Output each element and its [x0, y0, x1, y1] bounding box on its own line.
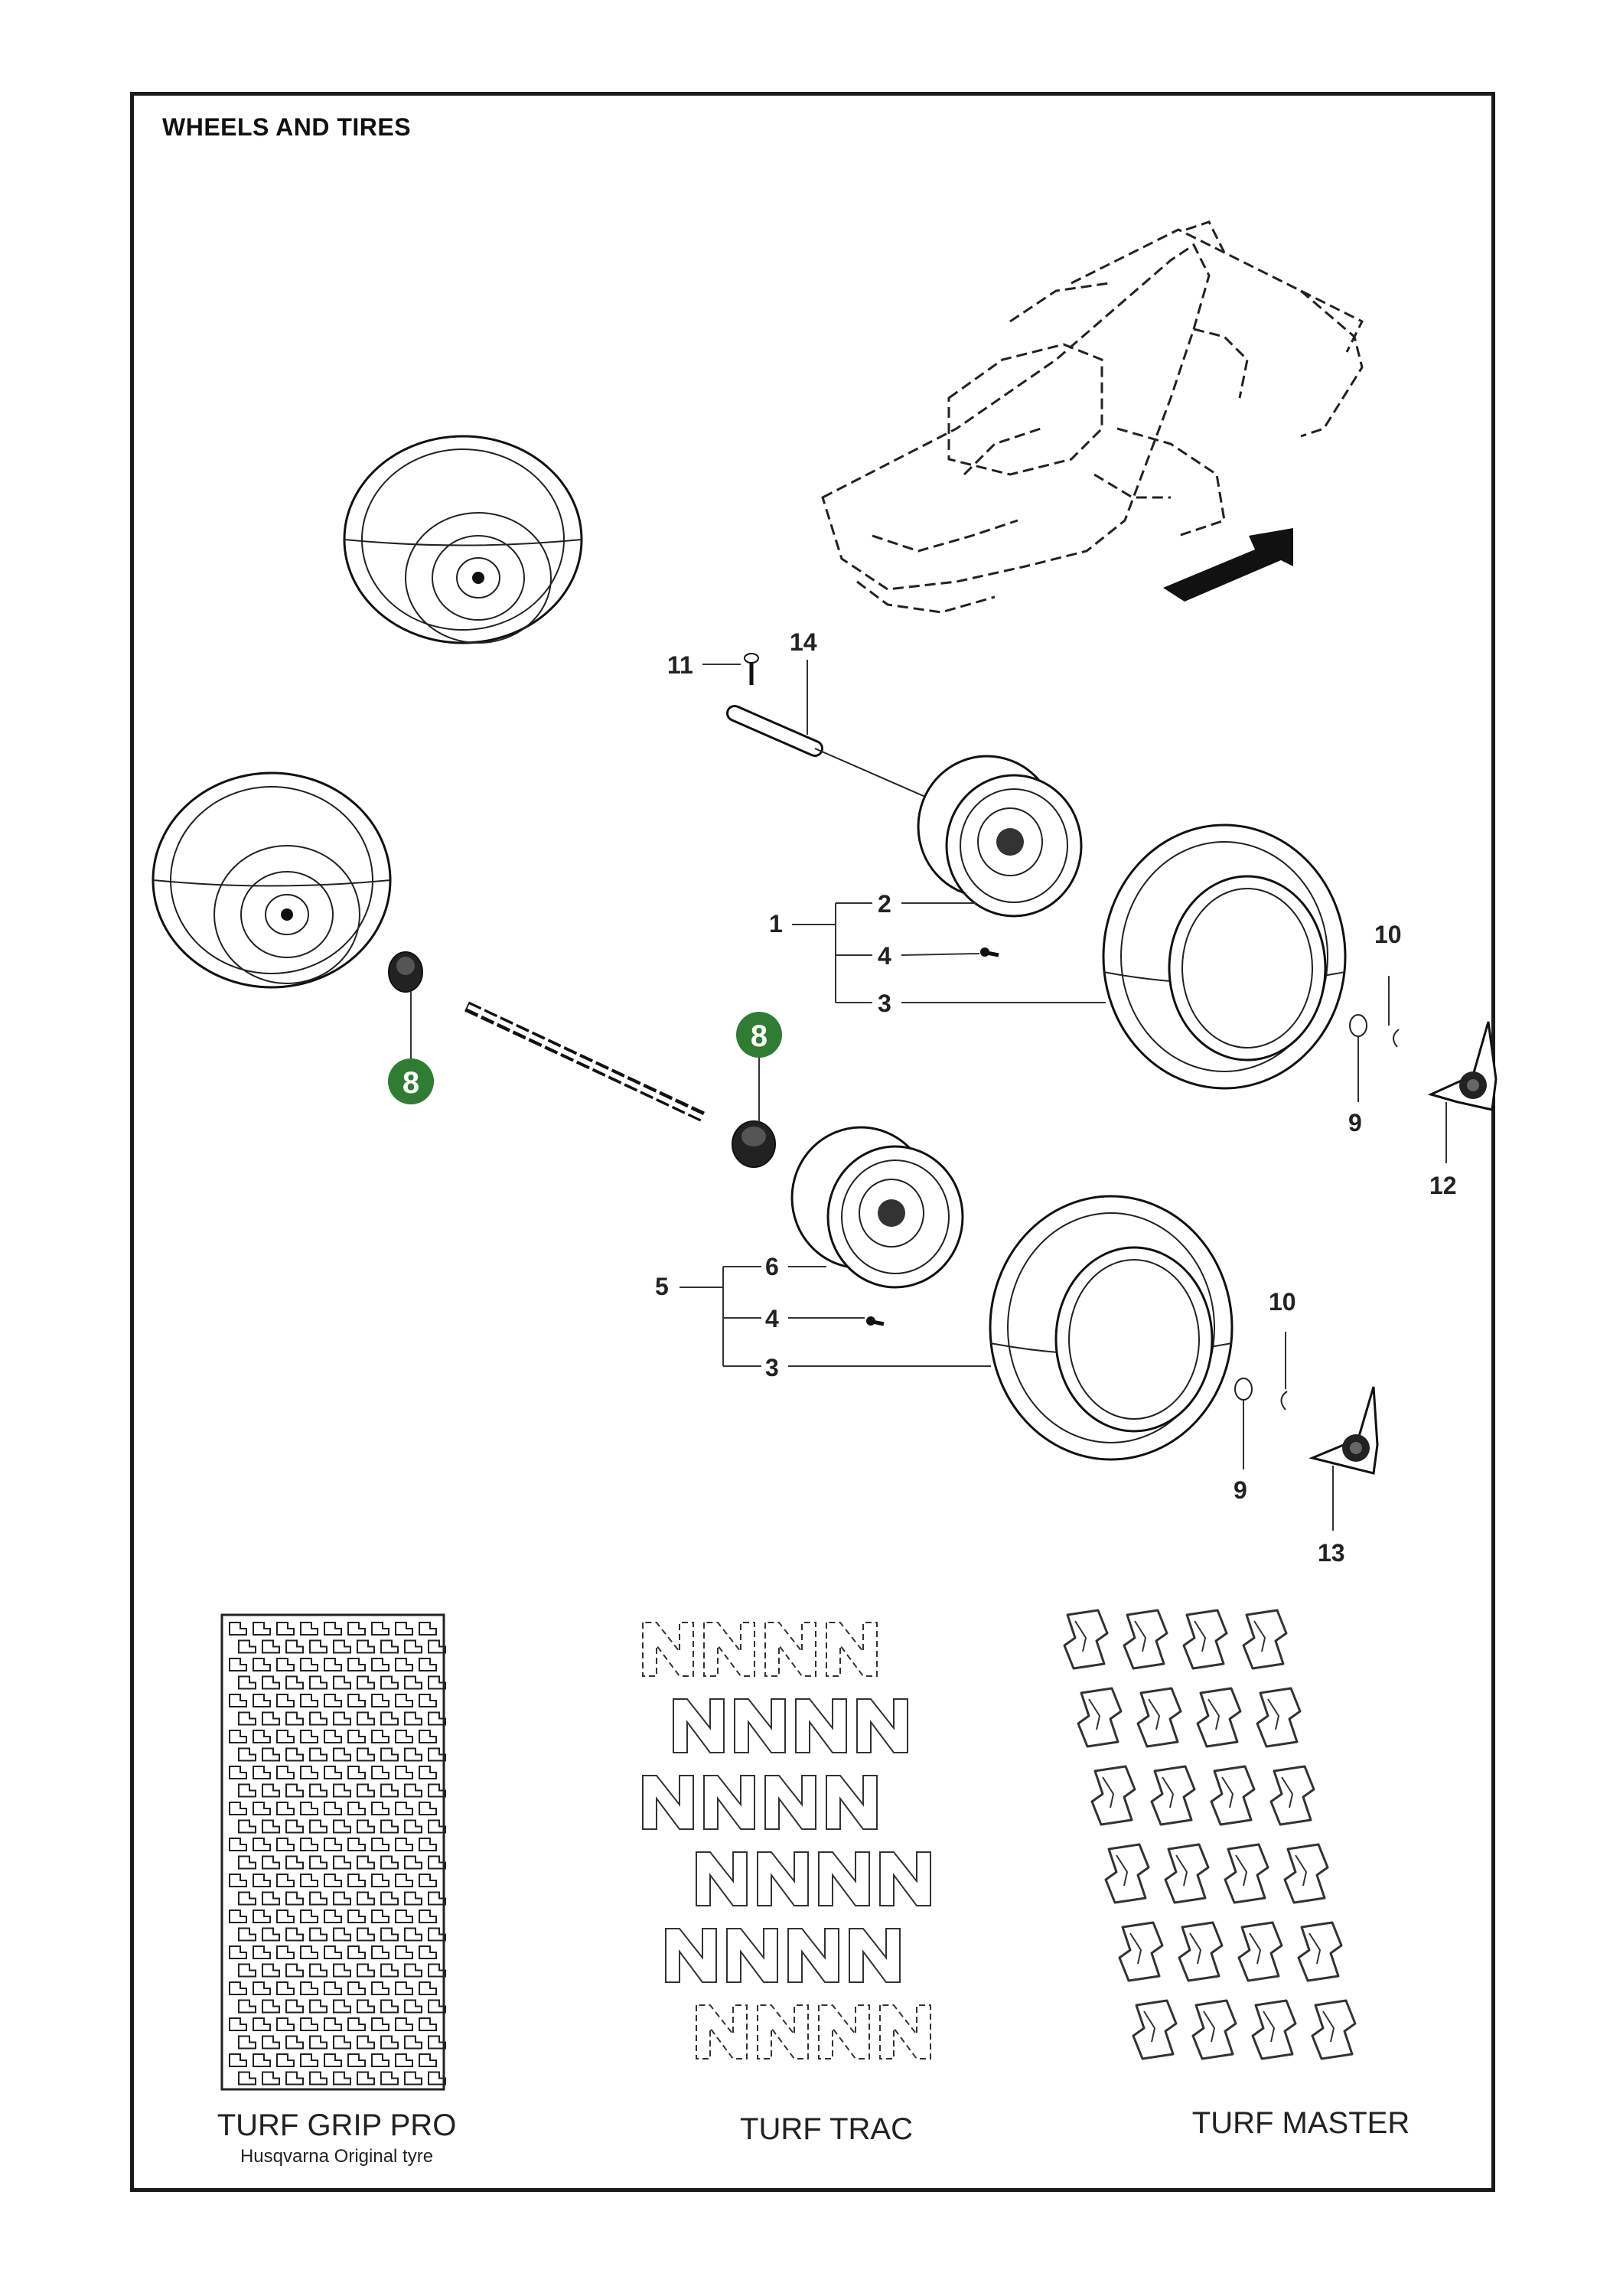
tire-3-upper	[1102, 823, 1347, 1090]
callout-11: 13	[1318, 1539, 1345, 1567]
washer-9-upper	[1349, 1014, 1367, 1037]
hubcap-12	[1427, 1021, 1498, 1111]
bushing-left	[388, 951, 423, 993]
tread-pattern-turf-master	[1063, 1609, 1357, 2060]
axle-rear	[464, 1001, 706, 1123]
bolt-13	[744, 653, 759, 685]
callout-5: 5	[655, 1273, 669, 1300]
tread-label-turf-grip-pro: TURF GRIP PRO Husqvarna Original tyre	[176, 2108, 497, 2167]
rim-6	[790, 1126, 964, 1289]
callout-4-upper: 4	[878, 942, 891, 970]
page-title: WHEELS AND TIRES	[162, 113, 412, 141]
pin-14	[726, 705, 938, 803]
clip-10-upper	[1393, 1029, 1400, 1048]
direction-arrow-icon	[1163, 528, 1293, 602]
diagram-frame	[130, 92, 1495, 2192]
washer-9-lower	[1234, 1378, 1253, 1401]
highlight-badge-8-middle: 8	[736, 1012, 782, 1058]
callout-9-lower: 9	[1234, 1476, 1247, 1504]
tread-pattern-turf-trac	[642, 1622, 931, 2060]
valve-4-lower	[866, 1316, 885, 1326]
callout-12: 12	[1429, 1172, 1457, 1199]
bushing-middle	[732, 1120, 776, 1168]
callout-1: 1	[769, 910, 783, 938]
rim-2	[917, 755, 1083, 918]
callout-13: 11	[667, 651, 693, 679]
wheel-middle-left	[152, 771, 392, 989]
tread-name: TURF MASTER	[1191, 2106, 1410, 2140]
callout-6: 6	[765, 1253, 779, 1280]
wheel-top-left	[343, 435, 583, 644]
callout-9-upper: 9	[1348, 1109, 1362, 1137]
callout-4-lower: 4	[765, 1305, 779, 1332]
tread-pattern-turf-grip-pro	[220, 1613, 446, 2091]
highlight-badge-8-left: 8	[388, 1058, 434, 1104]
callout-2: 2	[878, 890, 891, 918]
svg-text:8: 8	[402, 1066, 419, 1100]
chassis-outline	[821, 220, 1364, 614]
hubcap-11	[1309, 1386, 1379, 1475]
tread-label-turf-trac: TURF TRAC	[666, 2112, 987, 2147]
leader-lines	[410, 660, 1447, 1531]
callout-14: 14	[790, 628, 817, 656]
tread-name: TURF GRIP PRO	[217, 2108, 457, 2142]
valve-4-upper	[980, 947, 999, 957]
callout-10-upper: 10	[1374, 921, 1402, 948]
callout-10-lower: 10	[1269, 1288, 1296, 1316]
callout-3-upper: 3	[878, 990, 891, 1017]
clip-10-lower	[1280, 1391, 1288, 1411]
svg-text:8: 8	[751, 1019, 768, 1053]
tread-subtitle: Husqvarna Original tyre	[240, 2146, 434, 2167]
tread-label-turf-master: TURF MASTER	[1140, 2106, 1462, 2141]
callout-3-lower: 3	[765, 1354, 779, 1381]
tire-3-lower	[989, 1195, 1234, 1461]
tread-name: TURF TRAC	[740, 2112, 913, 2146]
